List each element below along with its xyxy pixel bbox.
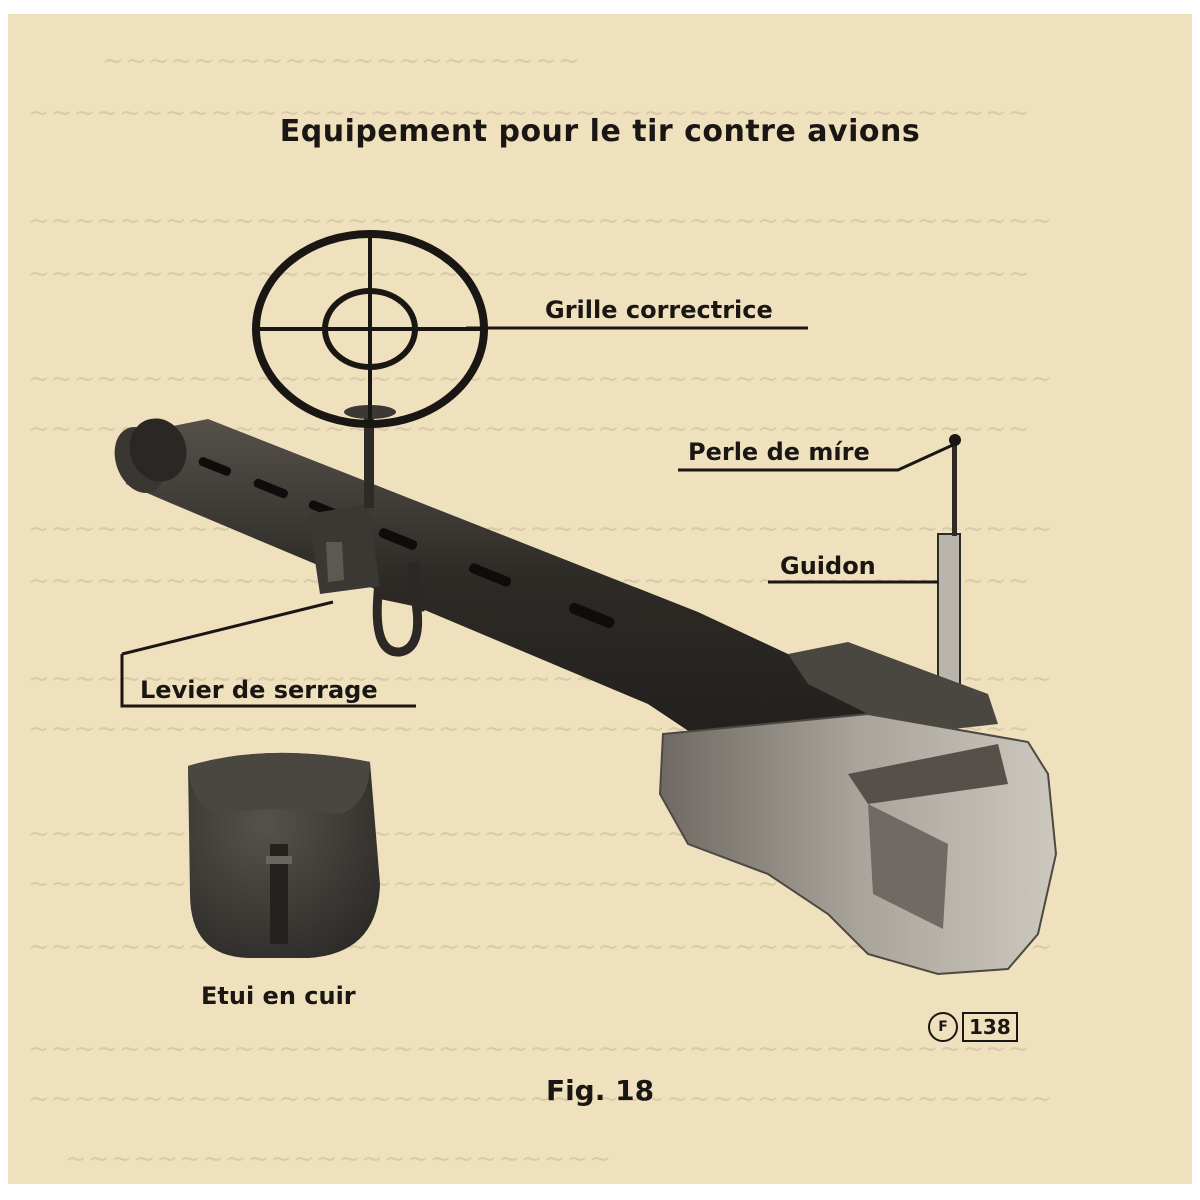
bleed-through-text: ~~~~~~~~~~~~~~~~~~~~~~~~~~~~~~~~~~~~~~~~… [28, 259, 1031, 289]
bleed-through-text: ~~~~~~~~~~~~~~~~~~~~~~~~~~~~~~~~~~~~~~~~… [28, 206, 1054, 236]
label-clamp-lever: Levier de serrage [140, 676, 378, 704]
barrel-clamp-collar [308, 504, 380, 594]
front-bead [949, 434, 961, 446]
leader-lines [120, 326, 956, 708]
weapon-illustration [114, 230, 1058, 976]
bleed-through-text: ~~~~~~~~~~~~~~~~~~~~~~~~~~~~~~~~~~~~~~~~… [28, 364, 1054, 394]
leather-case [188, 752, 380, 958]
label-sight-grid: Grille correctrice [545, 296, 773, 324]
bleed-through-text: ~~~~~~~~~~~~~~~~~~~~~~~~~~~~~~~~~~~~~~~~… [28, 98, 1031, 128]
bleed-through-text: ~~~~~~~~~~~~~~~~~~~~~~~~~~~~~~~~~~~~~~~~… [28, 1034, 1031, 1064]
leader-front-bead [678, 442, 956, 472]
stamp-number: 138 [962, 1012, 1018, 1042]
figure-caption: Fig. 18 [545, 1074, 655, 1107]
book-page: ~~~~~~~~~~~~~~~~~~~~~ ~~~~~~~~~~~~~~~~~~… [8, 14, 1192, 1184]
publisher-logo-icon: F [928, 1012, 958, 1042]
label-front-sight: Guidon [780, 552, 876, 580]
bleed-through-text: ~~~~~~~~~~~~~~~~~~~~~~~~ [28, 1144, 612, 1174]
muzzle-shield [658, 712, 1058, 976]
bleed-through-text: ~~~~~~~~~~~~~~~~~~~~~~~~~~~~~~~~~~~~~~~~… [28, 1084, 1054, 1114]
figure-title: Equipement pour le tir contre avions [279, 114, 921, 149]
publisher-stamp: F 138 [928, 1012, 1018, 1042]
clamp-lever [372, 561, 425, 657]
bleed-through-text: ~~~~~~~~~~~~~~~~~~~~~ [28, 46, 581, 76]
label-leather-case: Etui en cuir [201, 982, 356, 1010]
barrel-vent-slots [198, 457, 615, 629]
leader-clamp-lever [120, 600, 416, 708]
front-sight [788, 434, 998, 734]
label-front-bead: Perle de míre [688, 438, 870, 466]
bleed-through-text: ~~~~~~~~~~~~~~~~~~~~~~~~~~~~~~~~~~~~~~~~… [28, 514, 1054, 544]
